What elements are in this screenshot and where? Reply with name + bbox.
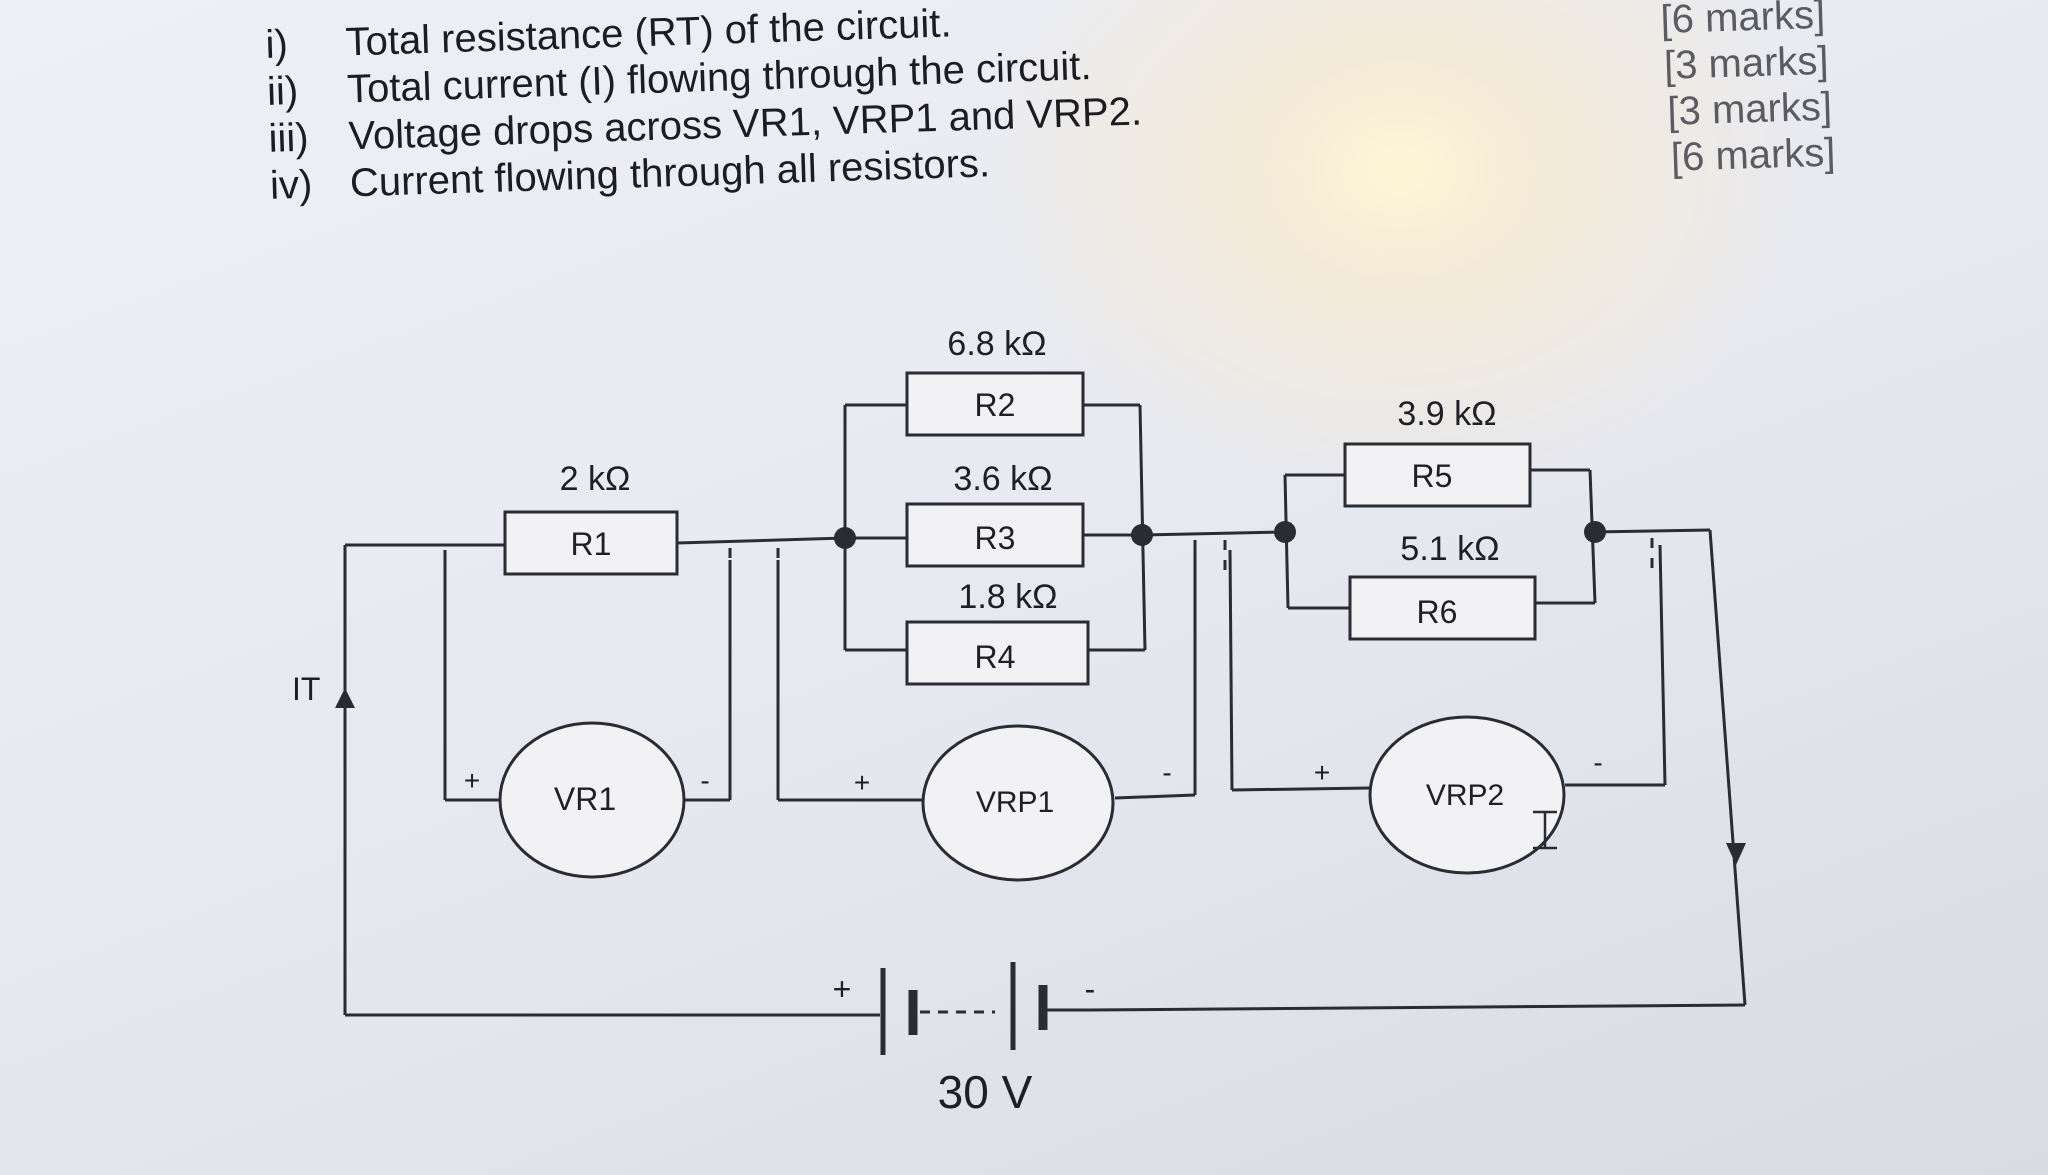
resistor-r2: R2 6.8 kΩ xyxy=(905,325,1085,437)
meter-lead-dashes xyxy=(443,538,1654,590)
resistor-value: 6.8 kΩ xyxy=(947,325,1046,363)
junction-node xyxy=(1584,521,1606,543)
minus-sign: - xyxy=(700,765,709,796)
current-label: IT xyxy=(292,671,320,707)
voltmeter-label: VRP2 xyxy=(1426,779,1504,812)
resistor-r1: R1 2 kΩ xyxy=(503,460,679,576)
resistor-r3: R3 3.6 kΩ xyxy=(905,460,1085,568)
voltmeter-label: VR1 xyxy=(554,781,616,817)
arrow-up-icon xyxy=(335,688,355,708)
voltmeter-vrp1: VRP1 + - xyxy=(854,724,1172,882)
voltmeter-label: VRP1 xyxy=(976,786,1054,819)
arrow-down-icon xyxy=(1726,843,1746,865)
junction-node xyxy=(834,527,856,549)
plus-sign: + xyxy=(833,971,852,1007)
minus-sign: - xyxy=(1593,747,1602,778)
voltmeter-vr1: VR1 + - xyxy=(464,721,710,879)
resistor-value: 3.9 kΩ xyxy=(1397,395,1496,433)
resistor-value: 2 kΩ xyxy=(560,460,631,498)
resistor-label: R4 xyxy=(975,639,1016,675)
minus-sign: - xyxy=(1162,757,1171,788)
resistor-label: R5 xyxy=(1412,458,1453,494)
resistor-value: 5.1 kΩ xyxy=(1400,530,1499,568)
resistor-label: R6 xyxy=(1417,594,1458,630)
resistor-label: R3 xyxy=(975,520,1016,556)
resistor-r5: R5 3.9 kΩ xyxy=(1343,395,1532,508)
text-cursor-icon xyxy=(1533,810,1557,850)
plus-sign: + xyxy=(854,767,870,798)
resistor-label: R2 xyxy=(975,387,1016,423)
resistor-label: R1 xyxy=(571,526,612,562)
resistor-value: 1.8 kΩ xyxy=(958,578,1057,616)
junction-node xyxy=(1131,524,1153,546)
resistor-r4: R4 1.8 kΩ xyxy=(905,578,1090,686)
resistor-value: 3.6 kΩ xyxy=(953,460,1052,498)
battery-voltage: 30 V xyxy=(938,1066,1033,1118)
plus-sign: + xyxy=(1314,757,1330,788)
plus-sign: + xyxy=(464,765,480,796)
battery: + - 30 V xyxy=(833,962,1096,1118)
junctions xyxy=(834,521,1606,549)
resistor-r6: R6 5.1 kΩ xyxy=(1348,530,1537,641)
current-arrows xyxy=(335,688,1746,865)
junction-node xyxy=(1274,521,1296,543)
voltmeter-vrp2: VRP2 + - xyxy=(1314,715,1603,875)
minus-sign: - xyxy=(1085,971,1096,1007)
